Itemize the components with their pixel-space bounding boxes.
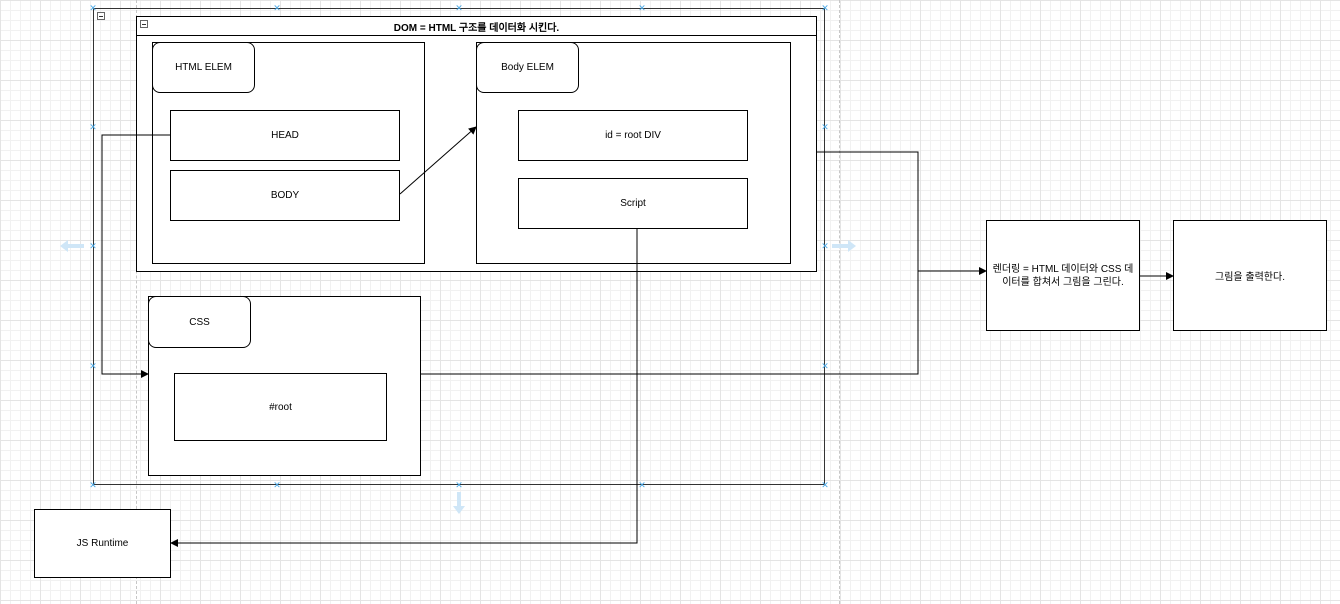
script-node[interactable]: Script (518, 178, 748, 229)
output-node[interactable]: 그림을 출력한다. (1173, 220, 1327, 331)
resize-handle-w2-icon[interactable]: ✕ (89, 241, 97, 251)
css-to-rendering-line[interactable] (421, 271, 919, 375)
resize-handle-w1-icon[interactable]: ✕ (89, 122, 97, 132)
dom-to-rendering-arrow[interactable] (817, 151, 987, 275)
js-runtime-node[interactable]: JS Runtime (34, 509, 171, 578)
resize-handle-s3-icon[interactable]: ✕ (638, 480, 646, 490)
outer-group-frame[interactable] (93, 8, 825, 485)
dom-container-title: DOM = HTML 구조를 데이터화 시킨다. (393, 22, 560, 34)
resize-handle-n1-icon[interactable]: ✕ (273, 3, 281, 13)
body-node[interactable]: BODY (170, 170, 400, 221)
resize-handle-nw-icon[interactable]: ✕ (89, 3, 97, 13)
body-elem-label[interactable]: Body ELEM (476, 42, 579, 93)
resize-handle-s2-icon[interactable]: ✕ (455, 480, 463, 490)
resize-handle-n2-icon[interactable]: ✕ (455, 3, 463, 13)
head-to-css-arrow[interactable] (101, 134, 170, 378)
selection-expand-arrows (60, 240, 856, 514)
root-div-node[interactable]: id = root DIV (518, 110, 748, 161)
dom-container-collapse-icon[interactable] (140, 20, 148, 28)
script-to-js-runtime-arrow[interactable] (170, 229, 638, 547)
head-node[interactable]: HEAD (170, 110, 400, 161)
body-to-body-elem-arrow[interactable] (399, 126, 477, 195)
resize-handle-ne-icon[interactable]: ✕ (821, 3, 829, 13)
resize-handle-se-icon[interactable]: ✕ (821, 480, 829, 490)
page-guide-right (839, 0, 840, 604)
resize-handle-w3-icon[interactable]: ✕ (89, 361, 97, 371)
expand-right-arrow-icon (832, 240, 856, 252)
expand-left-arrow-icon (60, 240, 84, 252)
resize-handle-n3-icon[interactable]: ✕ (638, 3, 646, 13)
rendering-node[interactable]: 렌더링 = HTML 데이터와 CSS 데이터를 합쳐서 그림을 그린다. (986, 220, 1140, 331)
resize-handle-sw-icon[interactable]: ✕ (89, 480, 97, 490)
resize-handle-s1-icon[interactable]: ✕ (273, 480, 281, 490)
resize-handle-e2-icon[interactable]: ✕ (821, 241, 829, 251)
expand-down-arrow-icon (453, 492, 465, 514)
css-root-rule-node[interactable]: #root (174, 373, 387, 441)
page-guide-left (136, 0, 137, 604)
dom-container-header[interactable] (136, 16, 817, 36)
resize-handle-e1-icon[interactable]: ✕ (821, 122, 829, 132)
outer-group-collapse-icon[interactable] (97, 12, 105, 20)
resize-handle-e3-icon[interactable]: ✕ (821, 361, 829, 371)
html-elem-label[interactable]: HTML ELEM (152, 42, 255, 93)
css-label[interactable]: CSS (148, 296, 251, 348)
